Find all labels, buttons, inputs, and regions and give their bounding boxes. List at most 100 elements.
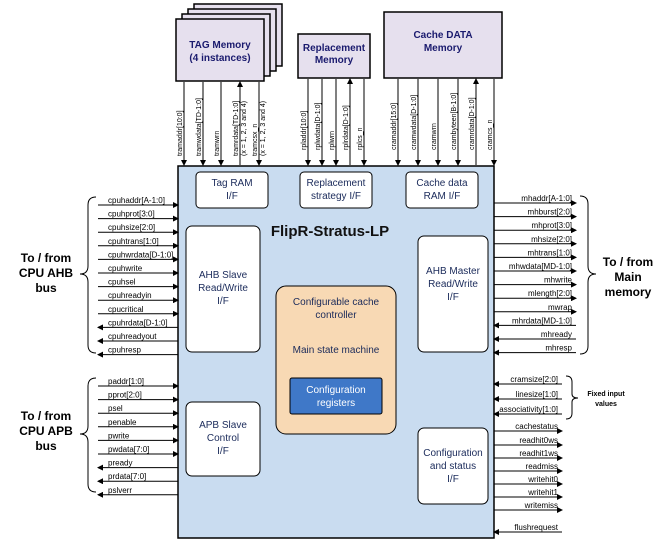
apb-slave-label-1: APB Slave [199, 420, 247, 431]
signal-label: tramwrn [214, 131, 221, 156]
apb-signals: paddr[1:0]pprot[2:0]pselpenablepwritepwd… [97, 377, 179, 498]
signal-label: cramaddr[15:0] [391, 103, 398, 150]
signal-label: mhwdata[MD-1:0] [509, 262, 572, 271]
main-memory-label: To / from Main memory [603, 255, 653, 299]
cpu-apb-label-1: To / from [21, 409, 71, 423]
signal-label: paddr[1:0] [108, 377, 144, 386]
tag-memory-title: TAG Memory [189, 40, 251, 51]
signal-label: pslverr [108, 486, 132, 495]
config-status-label-1: Configuration [423, 448, 482, 459]
signal-label: cpuhprot[3:0] [108, 210, 155, 219]
cpu-apb-label: To / from CPU APB bus [19, 409, 73, 453]
signal-label: crambyteen[B-1:0] [451, 93, 458, 150]
signal-label: cramsize[2:0] [510, 375, 558, 384]
controller-label-1: Configurable cache [293, 297, 380, 308]
signal-label: mhrdata[MD-1:0] [512, 316, 572, 325]
signal-label: rplcs_n [357, 127, 364, 150]
apb-bus-brace [79, 377, 97, 493]
config-registers-box [289, 377, 383, 415]
main-memory-label-2: Main [614, 270, 641, 284]
signal-label: mhprot[3:0] [532, 221, 572, 230]
signal-label: prdata[7:0] [108, 472, 146, 481]
cpu-ahb-label-3: bus [35, 281, 57, 295]
signal-label: rplwrn [329, 131, 336, 150]
signal-label: penable [108, 418, 137, 427]
cpu-apb-label-3: bus [35, 439, 57, 453]
fixed-values-brace [565, 375, 579, 420]
signal-label: readhit1ws [519, 449, 558, 458]
signal-label: flushrequest [514, 523, 558, 532]
ahb-master-label-2: Read/Write [428, 279, 478, 290]
tag-ram-if-label-1: Tag RAM [211, 178, 252, 189]
cpu-ahb-label-2: CPU AHB [19, 266, 74, 280]
signal-label: rpladdr[10:0] [301, 111, 308, 150]
cache-data-memory-title: Cache DATA [413, 30, 472, 41]
signal-label: mlength[2:0] [528, 289, 572, 298]
cpu-ahb-label: To / from CPU AHB bus [19, 251, 74, 295]
tag-ram-signals: tramaddr[10:0] tramwdata[TD-1:0] tramwrn tr… [177, 81, 267, 166]
signal-label: mhburst[2:0] [528, 208, 572, 217]
signal-label: mhsize[2:0] [531, 235, 572, 244]
replacement-if-label-1: Replacement [307, 178, 366, 189]
config-status-box: Configuration and status I/F [417, 427, 489, 505]
signal-label: tramcsx_n [252, 124, 259, 156]
signal-label: (x = 1, 2, 3 and 4) [260, 101, 267, 156]
signal-label: cpuhreadyout [108, 332, 157, 341]
signal-label: cpuhaddr[A-1:0] [108, 196, 165, 205]
tag-ram-if-box: Tag RAM I/F [195, 171, 269, 209]
signal-label: cramwrn [431, 123, 438, 150]
signal-label: rplrdata[D-1:0] [343, 105, 350, 150]
signal-label: cpuhwrite [108, 264, 143, 273]
fixed-input-label-2: values [595, 401, 617, 408]
cache-data-signals: cramaddr[15:0] cramwdata[D-1:0] cramwrn cra… [391, 78, 497, 166]
signal-label: mwrap [548, 303, 573, 312]
config-registers-label-2: registers [317, 398, 355, 409]
signal-label: writehit0 [527, 475, 558, 484]
cache-data-if-box: Cache data RAM I/F [405, 171, 479, 209]
cache-data-if-label-2: RAM I/F [424, 191, 461, 202]
controller-label-2: controller [315, 310, 357, 321]
replacement-memory-title: Replacement [303, 43, 366, 54]
signal-label: cramwdata[D-1:0] [411, 95, 418, 150]
config-signals: cramsize[2:0]linesize[1:0]associativity[… [493, 375, 563, 535]
signal-label: cramcs_n [487, 120, 494, 150]
signal-label: cpuhsize[2:0] [108, 223, 155, 232]
fixed-input-label-1: Fixed input [587, 391, 625, 398]
apb-slave-label-2: Control [207, 433, 239, 444]
signal-label: associativity[1:0] [499, 405, 558, 414]
cpu-ahb-label-1: To / from [21, 251, 71, 265]
ahb-master-label-3: I/F [447, 292, 459, 303]
signal-label: cachestatus [515, 422, 558, 431]
cache-data-memory-subtitle: Memory [424, 43, 463, 54]
tag-ram-if-label-2: I/F [226, 191, 238, 202]
apb-slave-box: APB Slave Control I/F [185, 401, 261, 477]
signal-label: mhaddr[A-1:0] [521, 194, 572, 203]
ahb-slave-label-3: I/F [217, 296, 229, 307]
signal-label: (x = 1, 2, 3 and 4) [241, 101, 248, 156]
signal-label: cpuhwrdata[D-1:0] [108, 250, 173, 259]
ahb-master-label-1: AHB Master [426, 266, 481, 277]
cache-controller-box: Configurable cache controller Main state… [275, 285, 397, 435]
signal-label: mhwrite [544, 276, 573, 285]
tag-memory-subtitle: (4 instances) [189, 53, 250, 64]
apb-slave-label-3: I/F [217, 446, 229, 457]
signal-label: cramrdata[D-1:0] [469, 97, 476, 150]
signal-label: writehit1 [527, 488, 558, 497]
signal-label: tramaddr[10:0] [177, 110, 184, 156]
cpu-apb-label-2: CPU APB [19, 424, 73, 438]
ahb-slave-label-1: AHB Slave [199, 270, 248, 281]
signal-label: tramrdata[TD-1:0] [233, 101, 240, 156]
state-machine-label: Main state machine [293, 345, 380, 356]
replacement-if-label-2: strategy I/F [311, 191, 361, 202]
signal-label: rplwdata[D-1:0] [315, 102, 322, 150]
signal-label: readmiss [526, 462, 558, 471]
config-status-label-3: I/F [447, 474, 459, 485]
signal-label: cpuhresp [108, 346, 141, 355]
signal-label: pwdata[7:0] [108, 445, 149, 454]
signal-label: tramwdata[TD-1:0] [196, 98, 203, 156]
replacement-memory: Replacement Memory [297, 33, 371, 79]
config-status-label-2: and status [430, 461, 476, 472]
signal-label: writemiss [524, 501, 558, 510]
ahb-slave-label-2: Read/Write [198, 283, 248, 294]
signal-label: pready [108, 459, 132, 468]
